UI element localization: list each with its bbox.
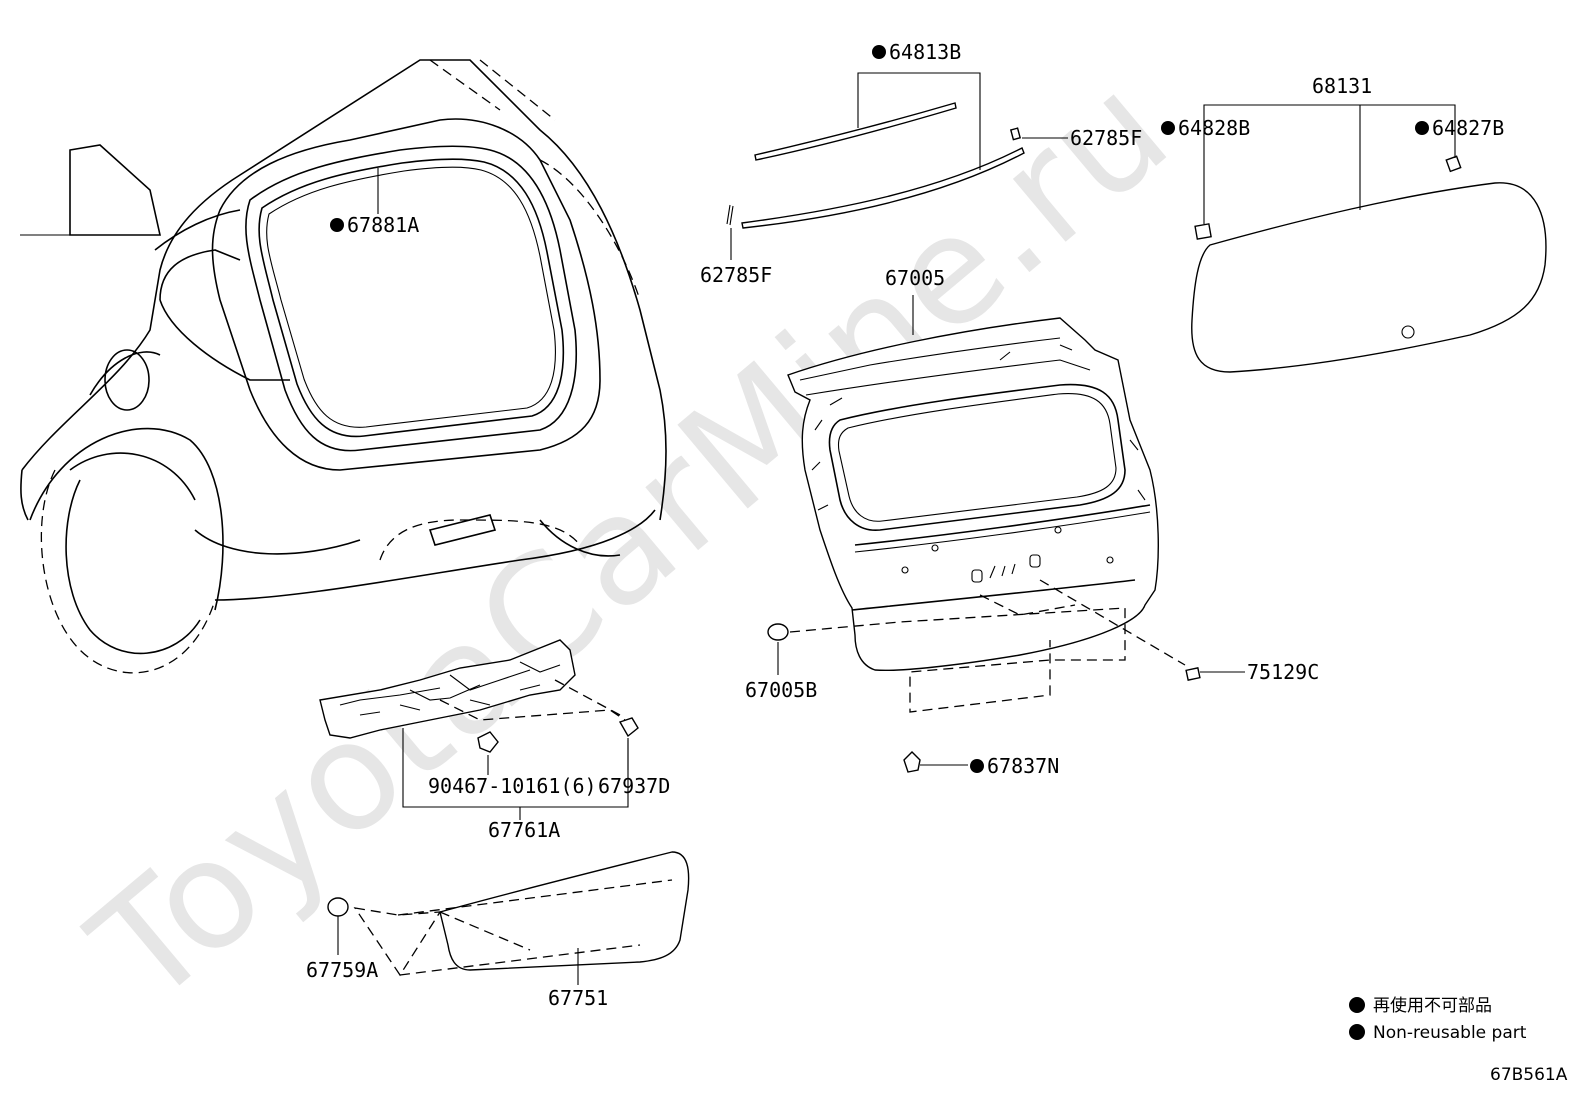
trim-67751: [439, 851, 690, 971]
label-67759A: 67759A: [306, 958, 378, 982]
label-64828B: 64828B: [1178, 116, 1250, 140]
legend: 再使用不可部品 Non-reusable part: [1349, 995, 1527, 1043]
car-rear-body: [20, 59, 667, 674]
non-reusable-marker: [970, 759, 984, 773]
label-90467-10161: 90467-10161(6): [428, 774, 597, 798]
label-67837N: 67837N: [987, 754, 1059, 778]
grommet-67005B: [767, 623, 789, 641]
non-reusable-marker: [1415, 121, 1429, 135]
legend-marker-jp: [1349, 997, 1365, 1013]
label-67761A: 67761A: [488, 818, 560, 842]
label-62785F-left: 62785F: [700, 263, 772, 287]
legend-text-jp: 再使用不可部品: [1373, 995, 1492, 1016]
label-64813B: 64813B: [889, 40, 961, 64]
back-door-glass: [1191, 155, 1547, 373]
non-reusable-marker: [1161, 121, 1175, 135]
clip-67937D: [618, 717, 639, 738]
non-reusable-marker: [330, 218, 344, 232]
label-67881A: 67881A: [347, 213, 419, 237]
clip-67837N: [903, 751, 921, 773]
label-75129C: 75129C: [1247, 660, 1319, 684]
diagram-code: 67B561A: [1490, 1065, 1568, 1085]
label-67005B: 67005B: [745, 678, 817, 702]
legend-text-en: Non-reusable part: [1373, 1023, 1527, 1043]
molding-parts: [726, 102, 1025, 229]
label-64827B: 64827B: [1432, 116, 1504, 140]
label-67751: 67751: [548, 986, 608, 1010]
clip-67759A: [327, 897, 349, 917]
trim-67761A: [319, 639, 576, 739]
label-68131: 68131: [1312, 74, 1372, 98]
screw-90467: [477, 731, 499, 753]
label-67005: 67005: [885, 266, 945, 290]
back-door-panel: [787, 317, 1159, 672]
legend-marker-en: [1349, 1024, 1365, 1040]
label-62785F-right: 62785F: [1070, 126, 1142, 150]
clip-75129C: [1185, 667, 1201, 681]
label-67937D: 67937D: [598, 774, 670, 798]
non-reusable-marker: [872, 45, 886, 59]
